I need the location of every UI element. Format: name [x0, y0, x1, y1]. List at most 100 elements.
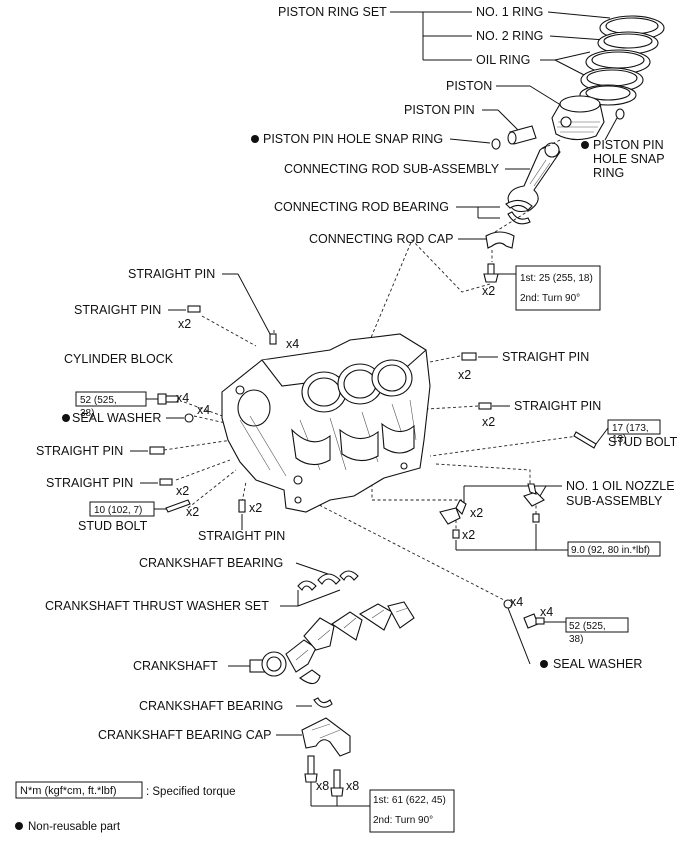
left-bolt-icon — [157, 393, 179, 405]
cap-bolt-qty-a: x8 — [316, 779, 329, 793]
straight-pin-left-label: STRAIGHT PIN — [36, 444, 123, 458]
cap-bolt-qty-b: x8 — [346, 779, 359, 793]
straight-pin-top-label: STRAIGHT PIN — [128, 267, 215, 281]
legend-non-reusable-text: Non-reusable part — [28, 821, 121, 833]
conrod-torque-2: 2nd: Turn 90° — [520, 293, 580, 304]
cap-bolt-icon — [304, 755, 318, 783]
seal-washer-right-label: SEAL WASHER — [553, 657, 642, 671]
cap-bolt-icon — [330, 769, 344, 797]
nozzle-bolt-icon — [532, 513, 540, 523]
oil-nozzle-icon — [439, 483, 545, 525]
no2-ring-label: NO. 2 RING — [476, 29, 543, 43]
crank-bearing-bottom-label: CRANKSHAFT BEARING — [139, 699, 283, 713]
nozzle-qty-b: x2 — [462, 528, 475, 542]
straight-pin-top-icon — [269, 333, 277, 345]
conrod-bearing-label: CONNECTING ROD BEARING — [274, 200, 449, 214]
cap-torque-box — [369, 789, 455, 833]
cap-torque-2: 2nd: Turn 90° — [373, 815, 433, 826]
conrod-sub-label: CONNECTING ROD SUB-ASSEMBLY — [284, 162, 500, 176]
pin-top-qty: x4 — [286, 337, 299, 351]
conrod-bolt-qty: x2 — [482, 284, 495, 298]
stud-right-torque-box — [607, 419, 661, 435]
washer-left-qty: x4 — [197, 403, 210, 417]
non-reusable-dot — [251, 135, 259, 143]
pin-2-qty: x2 — [178, 317, 191, 331]
stud-left-qty: x2 — [186, 505, 199, 519]
pin-bottom-qty: x2 — [249, 501, 262, 515]
cylinder-block-icon — [221, 333, 431, 513]
crank-bearing-top-label: CRANKSHAFT BEARING — [139, 556, 283, 570]
straight-pin-r1-label: STRAIGHT PIN — [502, 350, 589, 364]
crank-bearing-bottom-icon — [313, 697, 333, 708]
thrust-washer-label: CRANKSHAFT THRUST WASHER SET — [45, 599, 269, 613]
oil-ring-label: OIL RING — [476, 53, 530, 67]
non-reusable-dot — [581, 141, 589, 149]
legend-unit-box — [15, 781, 143, 799]
snap-ring-left-label: PISTON PIN HOLE SNAP RING — [263, 132, 443, 146]
stud-left-torque: 10 (102, 7) — [94, 505, 142, 516]
crankshaft-icon — [249, 601, 415, 685]
straight-pin-left2-icon — [159, 478, 173, 486]
snap-ring-right-label-3: RING — [593, 166, 624, 180]
pin-r2-qty: x2 — [482, 415, 495, 429]
stud-right-torque-1: 17 (173, — [612, 423, 649, 434]
legend-unit-text: N*m (kgf*cm, ft.*lbf) — [20, 785, 117, 797]
crank-bearing-cap-label: CRANKSHAFT BEARING CAP — [98, 728, 271, 742]
pin-left2-qty: x2 — [176, 484, 189, 498]
nozzle-torque: 9.0 (92, 80 in.*lbf) — [571, 545, 650, 556]
non-reusable-dot — [540, 660, 548, 668]
conrod-cap-label: CONNECTING ROD CAP — [309, 232, 453, 246]
snap-ring-left-icon — [491, 138, 501, 150]
washer-right-qty: x4 — [510, 595, 523, 609]
legend-unit-desc: : Specified torque — [146, 786, 236, 798]
piston-rings-icon — [579, 15, 665, 106]
seal-washer-left-icon — [184, 413, 194, 423]
straight-pin-r1-icon — [461, 352, 477, 361]
nozzle-torque-box — [567, 541, 661, 557]
right-bolt-icon — [523, 613, 545, 629]
snap-ring-right-label-2: HOLE SNAP — [593, 152, 665, 166]
conrod-bolt-icon — [483, 263, 499, 283]
right-bolt-torque-2: 38) — [569, 634, 583, 645]
cylinder-block-label: CYLINDER BLOCK — [64, 352, 174, 366]
piston-ring-set-label: PISTON RING SET — [278, 5, 387, 19]
left-bolt-torque-2: 38) — [80, 408, 94, 419]
piston-icon — [551, 95, 605, 141]
snap-ring-right-icon — [615, 108, 625, 120]
straight-pin-left2-label: STRAIGHT PIN — [46, 476, 133, 490]
non-reusable-dot — [62, 414, 70, 422]
crankshaft-bearing-top-icon — [297, 570, 359, 591]
straight-pin-r2-icon — [478, 402, 492, 410]
seal-washer-left-label: SEAL WASHER — [72, 411, 161, 425]
oil-nozzle-label-2: SUB-ASSEMBLY — [566, 494, 663, 508]
right-bolt-torque-1: 52 (525, — [569, 621, 606, 632]
assembly-guide-lines — [163, 139, 579, 601]
snap-ring-right-label-1: PISTON PIN — [593, 138, 664, 152]
cap-torque-1: 1st: 61 (622, 45) — [373, 795, 446, 806]
stud-bolt-right-label: STUD BOLT — [608, 435, 678, 449]
legend-non-reusable-dot — [15, 822, 23, 830]
piston-pin-label: PISTON PIN — [404, 103, 475, 117]
bolt-left-qty: x4 — [176, 391, 189, 405]
stud-bolt-left-label: STUD BOLT — [78, 519, 148, 533]
stud-right-torque-2: 13) — [612, 434, 626, 445]
no1-ring-label: NO. 1 RING — [476, 5, 543, 19]
stud-bolt-left-icon — [165, 499, 191, 513]
stud-bolt-right-icon — [573, 431, 597, 449]
piston-ring-set-group: PISTON RING SET NO. 1 RING NO. 2 RING OI… — [278, 5, 611, 79]
pin-r1-qty: x2 — [458, 368, 471, 382]
bolt-right-qty: x4 — [540, 605, 553, 619]
straight-pin-r2-label: STRAIGHT PIN — [514, 399, 601, 413]
piston-label: PISTON — [446, 79, 492, 93]
conrod-torque-1: 1st: 25 (255, 18) — [520, 273, 593, 284]
crankshaft-label: CRANKSHAFT — [133, 659, 218, 673]
crank-bearing-cap-icon — [301, 717, 351, 757]
nozzle-qty-a: x2 — [470, 506, 483, 520]
straight-pin-2-icon — [187, 305, 201, 313]
conrod-torque-box — [515, 265, 601, 311]
conrod-bearing-icon — [505, 199, 533, 225]
conrod-cap-icon — [485, 231, 515, 249]
straight-pin-left-icon — [149, 446, 165, 455]
